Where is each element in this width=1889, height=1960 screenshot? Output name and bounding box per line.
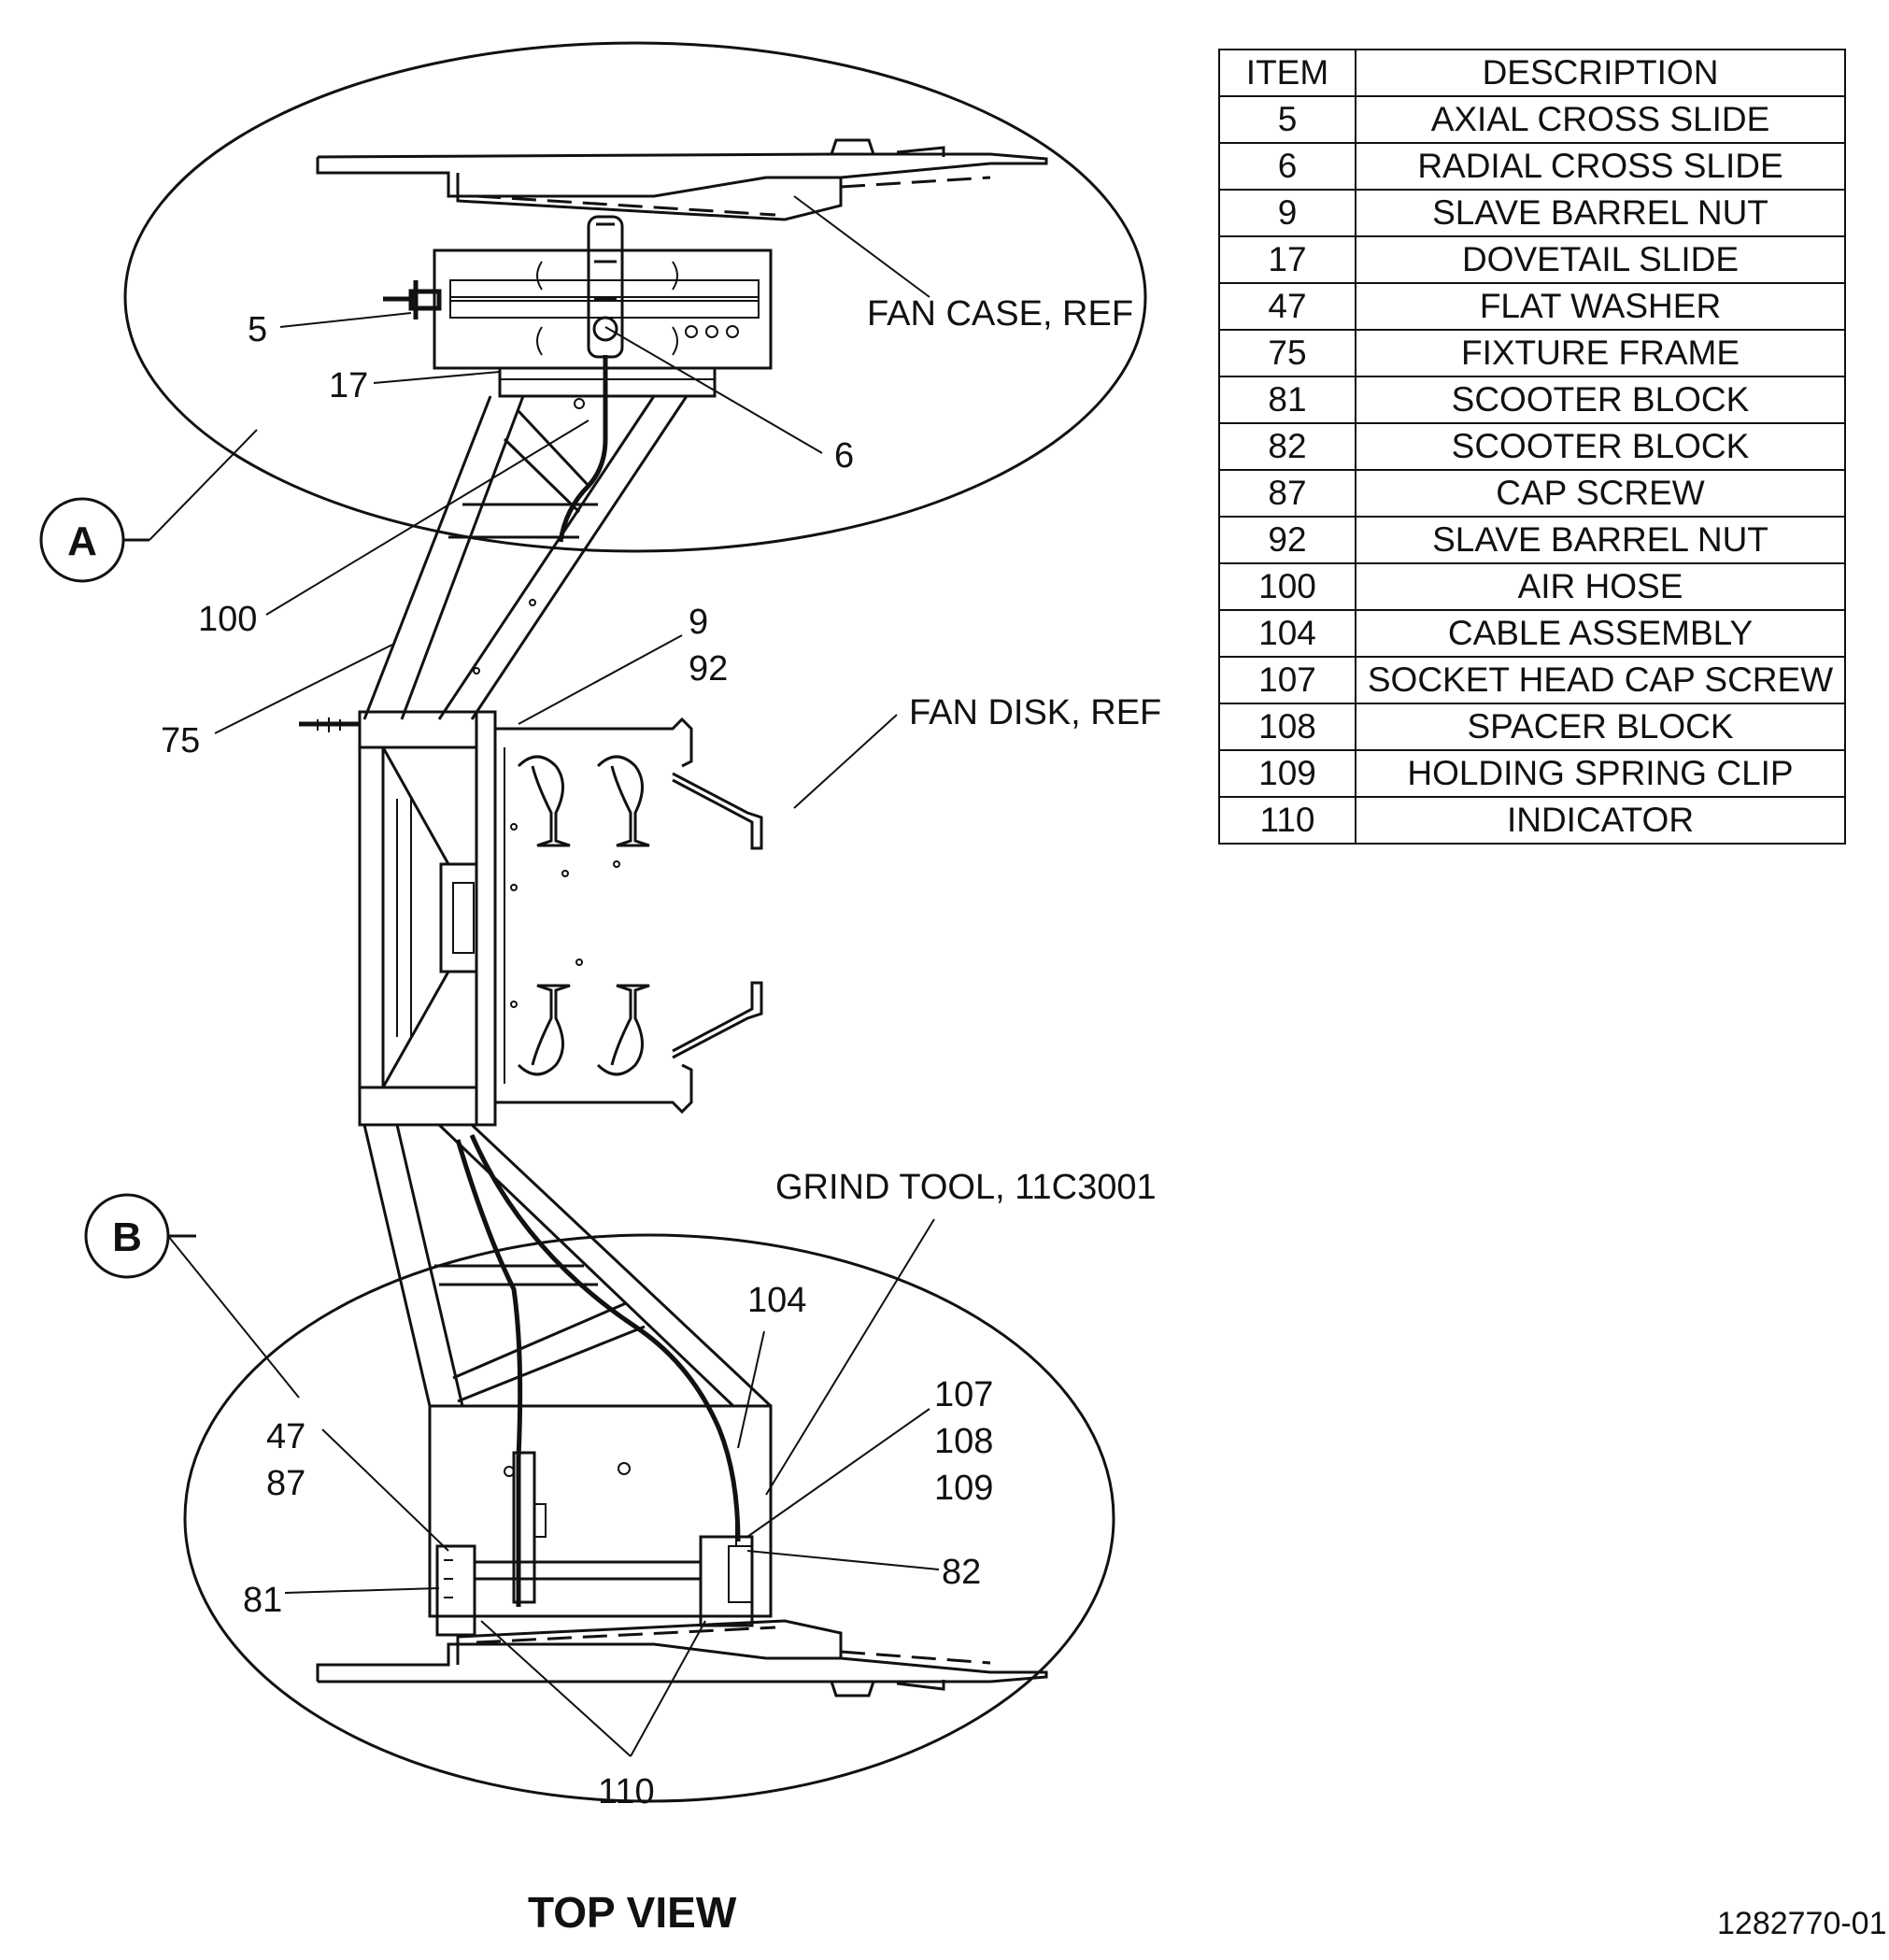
callout-104: 104 (747, 1281, 806, 1320)
item-cell: 75 (1218, 329, 1356, 377)
description-cell: FIXTURE FRAME (1355, 329, 1846, 377)
callout-108: 108 (934, 1422, 993, 1461)
callout-109: 109 (934, 1469, 993, 1508)
fixture-frame (299, 710, 497, 1127)
item-cell: 9 (1218, 189, 1356, 237)
description-cell: INDICATOR (1355, 796, 1846, 845)
callout-75: 75 (161, 721, 200, 760)
callout-6: 6 (834, 436, 854, 476)
callout-100: 100 (198, 600, 257, 639)
description-cell: SLAVE BARREL NUT (1355, 189, 1846, 237)
item-cell: 100 (1218, 562, 1356, 611)
description-cell: SLAVE BARREL NUT (1355, 516, 1846, 564)
item-cell: 47 (1218, 282, 1356, 331)
drawing-number: 1282770-01 (1717, 1906, 1887, 1941)
item-cell: 6 (1218, 142, 1356, 191)
item-column-header: ITEM (1218, 49, 1356, 97)
item-cell: 17 (1218, 235, 1356, 284)
description-cell: SCOOTER BLOCK (1355, 376, 1846, 424)
item-cell: 110 (1218, 796, 1356, 845)
fan-case-top (316, 138, 1048, 221)
detail-a-ellipse (123, 41, 1147, 553)
description-cell: DOVETAIL SLIDE (1355, 235, 1846, 284)
item-cell: 82 (1218, 422, 1356, 471)
item-cell: 108 (1218, 703, 1356, 751)
fan-case-bottom (316, 1619, 1048, 1697)
callout-47: 47 (266, 1417, 305, 1456)
detail-b-ellipse (183, 1233, 1115, 1803)
description-column-header: DESCRIPTION (1355, 49, 1846, 97)
description-cell: AXIAL CROSS SLIDE (1355, 95, 1846, 144)
item-cell: 92 (1218, 516, 1356, 564)
description-cell: AIR HOSE (1355, 562, 1846, 611)
item-cell: 81 (1218, 376, 1356, 424)
item-cell: 107 (1218, 656, 1356, 704)
fan-case-ref-label: FAN CASE, REF (867, 294, 1133, 334)
item-cell: 109 (1218, 749, 1356, 798)
callout-9: 9 (689, 603, 708, 642)
callout-87: 87 (266, 1464, 305, 1503)
fan-disk-ref-label: FAN DISK, REF (909, 693, 1161, 732)
description-cell: CABLE ASSEMBLY (1355, 609, 1846, 658)
description-cell: SCOOTER BLOCK (1355, 422, 1846, 471)
item-cell: 87 (1218, 469, 1356, 518)
cross-slide-assembly (383, 215, 773, 543)
description-cell: SPACER BLOCK (1355, 703, 1846, 751)
item-cell: 5 (1218, 95, 1356, 144)
description-cell: HOLDING SPRING CLIP (1355, 749, 1846, 798)
callout-17: 17 (329, 366, 368, 405)
leader-lines (149, 195, 940, 1757)
upper-frame-struts (362, 395, 689, 720)
parts-table-header: ITEM DESCRIPTION (1218, 49, 1846, 97)
lower-frame-struts (362, 1123, 773, 1607)
callout-110: 110 (598, 1772, 655, 1811)
callout-81: 81 (243, 1581, 282, 1620)
description-cell: FLAT WASHER (1355, 282, 1846, 331)
fan-disk (495, 717, 763, 1115)
grind-tool-ref-label: GRIND TOOL, 11C3001 (775, 1168, 1157, 1207)
view-title: TOP VIEW (528, 1888, 737, 1937)
description-cell: CAP SCREW (1355, 469, 1846, 518)
detail-a-label: A (67, 518, 97, 564)
grind-tool-assembly (428, 1404, 773, 1637)
detail-b-label: B (112, 1214, 142, 1260)
callout-92: 92 (689, 649, 728, 689)
callout-5: 5 (248, 310, 267, 349)
description-cell: RADIAL CROSS SLIDE (1355, 142, 1846, 191)
description-cell: SOCKET HEAD CAP SCREW (1355, 656, 1846, 704)
callout-82: 82 (942, 1553, 981, 1592)
callout-107: 107 (934, 1375, 993, 1414)
item-cell: 104 (1218, 609, 1356, 658)
